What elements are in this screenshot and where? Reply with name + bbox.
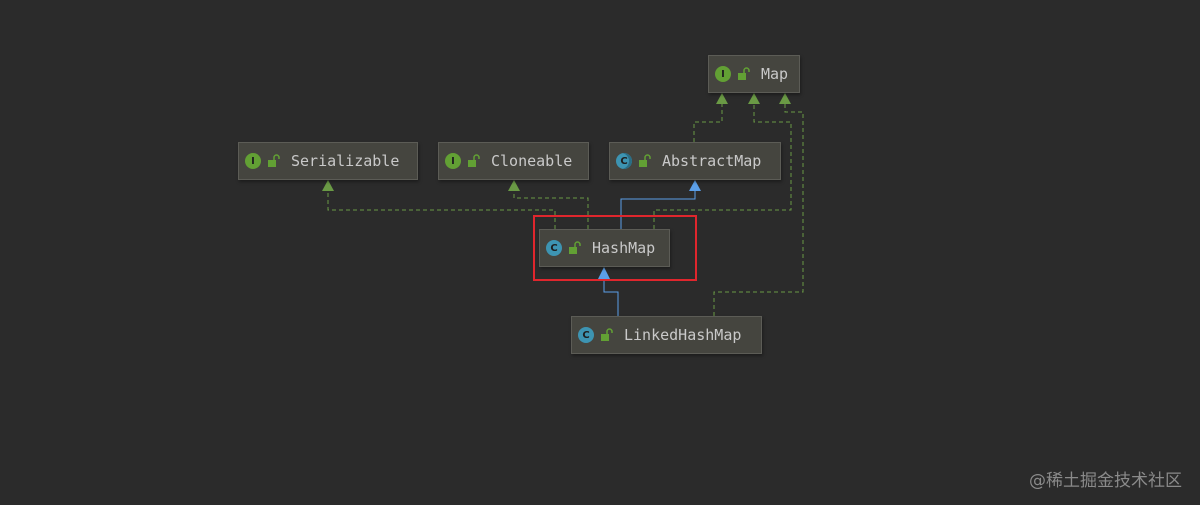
arrowhead-hashmap xyxy=(598,267,610,279)
node-serializable[interactable]: I Serializable xyxy=(238,142,418,180)
arrowhead-serializable xyxy=(322,180,334,191)
unlocked-visibility-icon xyxy=(268,154,280,167)
edge-hashmap-map xyxy=(653,103,792,229)
node-label-hashmap: HashMap xyxy=(592,239,656,257)
highlight-box-hashmap xyxy=(533,215,697,281)
arrowhead-map-3 xyxy=(779,93,791,104)
edge-linkedhashmap-hashmap xyxy=(603,278,619,316)
node-label-map: Map xyxy=(761,65,789,83)
class-badge-icon: C xyxy=(546,240,562,256)
unlocked-visibility-icon xyxy=(639,154,651,167)
node-label-abstractmap: AbstractMap xyxy=(662,152,762,170)
arrowhead-abstractmap xyxy=(689,180,701,191)
class-badge-icon: C xyxy=(578,327,594,343)
interface-badge-icon: I xyxy=(715,66,731,82)
edge-hashmap-serializable xyxy=(327,190,556,229)
node-hashmap[interactable]: C HashMap xyxy=(539,229,670,267)
node-label-linkedhashmap: LinkedHashMap xyxy=(624,326,742,344)
unlocked-visibility-icon xyxy=(569,241,581,254)
node-label-cloneable: Cloneable xyxy=(491,152,573,170)
node-label-serializable: Serializable xyxy=(291,152,400,170)
interface-badge-icon: I xyxy=(245,153,261,169)
watermark: @稀土掘金技术社区 xyxy=(1029,471,1182,491)
arrowhead-map-1 xyxy=(716,93,728,104)
unlocked-visibility-icon xyxy=(601,328,613,341)
edge-linkedhashmap-map xyxy=(713,103,804,316)
node-map[interactable]: I Map xyxy=(708,55,800,93)
node-linkedhashmap[interactable]: C LinkedHashMap xyxy=(571,316,762,354)
node-abstractmap[interactable]: C AbstractMap xyxy=(609,142,781,180)
interface-badge-icon: I xyxy=(445,153,461,169)
edge-hashmap-cloneable xyxy=(513,190,589,229)
edge-abstractmap-map xyxy=(693,103,723,142)
edge-hashmap-abstractmap xyxy=(620,190,696,229)
node-cloneable[interactable]: I Cloneable xyxy=(438,142,589,180)
arrowhead-map-2 xyxy=(748,93,760,104)
unlocked-visibility-icon xyxy=(738,67,750,80)
abstract-class-badge-icon: C xyxy=(616,153,632,169)
unlocked-visibility-icon xyxy=(468,154,480,167)
arrowhead-cloneable xyxy=(508,180,520,191)
